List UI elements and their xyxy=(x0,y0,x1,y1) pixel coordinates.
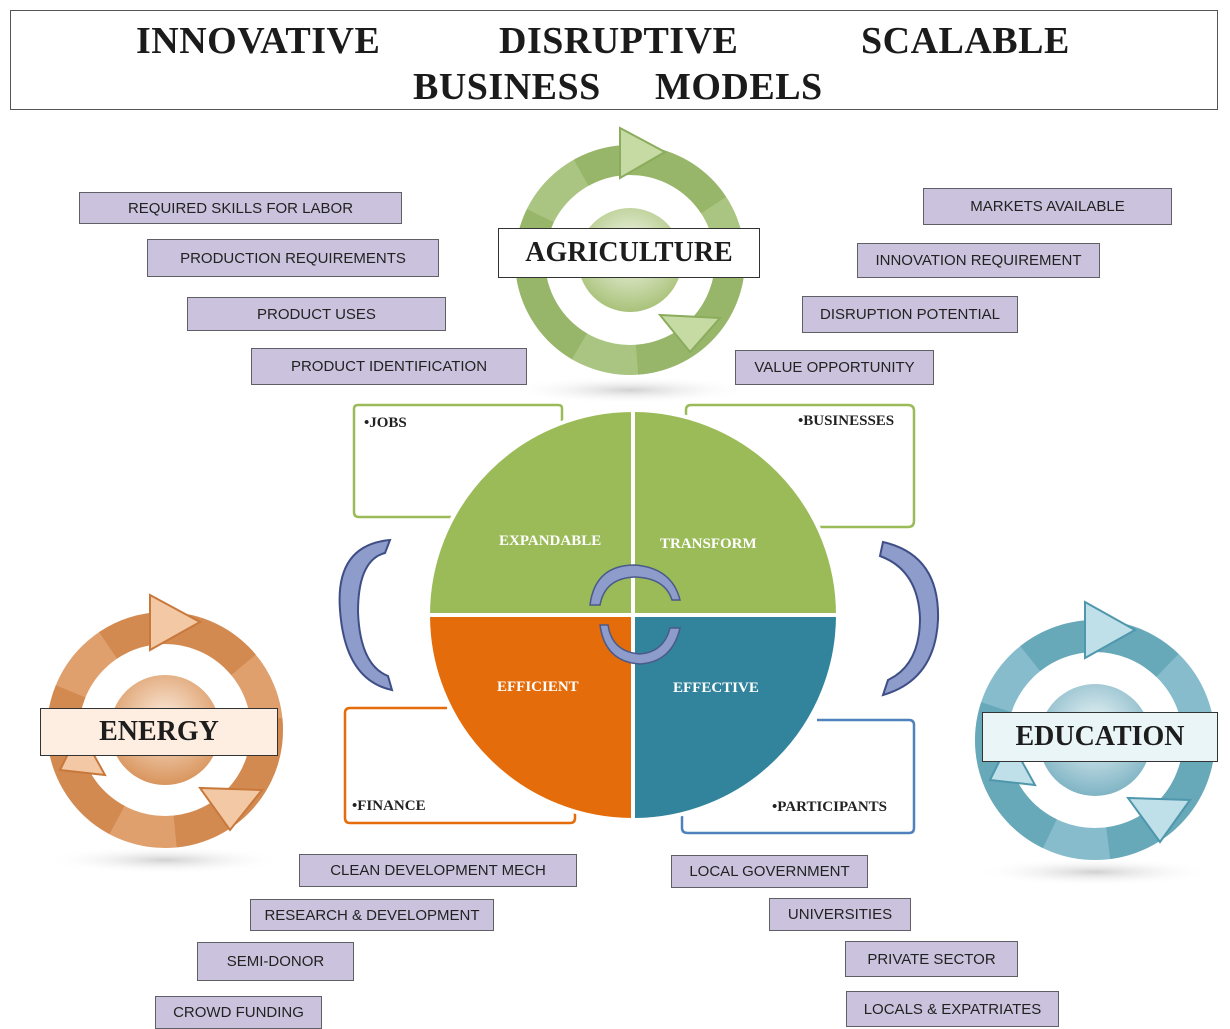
finance-bracket xyxy=(343,706,577,825)
tag-markets-available: MARKETS AVAILABLE xyxy=(923,188,1172,225)
title-word-scalable: SCALABLE xyxy=(861,20,1070,62)
title-word-disruptive: DISRUPTIVE xyxy=(499,20,739,62)
businesses-bracket xyxy=(684,403,916,529)
quadrant-label-effective: EFFECTIVE xyxy=(673,680,759,696)
title-word-innovative: INNOVATIVE xyxy=(136,20,381,62)
title-box: INNOVATIVE DISRUPTIVE SCALABLE BUSINESS … xyxy=(10,10,1218,110)
tag-value-opportunity: VALUE OPPORTUNITY xyxy=(735,350,934,385)
right-curved-arrow-icon xyxy=(878,540,940,697)
tag-disruption-potential: DISRUPTION POTENTIAL xyxy=(802,296,1018,333)
tag-product-identification: PRODUCT IDENTIFICATION xyxy=(251,348,527,385)
tag-private-sector: PRIVATE SECTOR xyxy=(845,941,1018,977)
participants-bracket xyxy=(680,718,916,835)
tag-local-government: LOCAL GOVERNMENT xyxy=(671,855,868,888)
placeholder-jobs: •JOBS xyxy=(364,415,407,431)
jobs-bracket xyxy=(352,403,564,519)
center-arrow-top-icon xyxy=(589,564,681,606)
tag-required-skills: REQUIRED SKILLS FOR LABOR xyxy=(79,192,402,224)
center-pie xyxy=(425,407,841,823)
left-curved-arrow-icon xyxy=(338,538,394,692)
placeholder-businesses: •BUSINESSES xyxy=(798,413,895,429)
sector-label-education: EDUCATION xyxy=(982,712,1218,762)
center-arrow-bottom-icon xyxy=(599,624,681,665)
tag-innovation-requirement: INNOVATION REQUIREMENT xyxy=(857,243,1100,278)
quadrant-label-transform: TRANSFORM xyxy=(660,536,757,552)
tag-locals-expatriates: LOCALS & EXPATRIATES xyxy=(846,991,1059,1027)
tag-crowd-funding: CROWD FUNDING xyxy=(155,996,322,1029)
sector-label-energy: ENERGY xyxy=(40,708,278,756)
tag-research-development: RESEARCH & DEVELOPMENT xyxy=(250,899,494,931)
sector-label-agriculture: AGRICULTURE xyxy=(498,228,760,278)
placeholder-participants: •PARTICIPANTS xyxy=(772,799,888,815)
tag-universities: UNIVERSITIES xyxy=(769,898,911,931)
pie-quadrant-expandable xyxy=(425,407,635,617)
pie-quadrant-efficient xyxy=(425,613,635,823)
tag-clean-development-mech: CLEAN DEVELOPMENT MECH xyxy=(299,854,577,887)
tag-semi-donor: SEMI-DONOR xyxy=(197,942,354,981)
quadrant-label-efficient: EFFICIENT xyxy=(497,679,579,695)
title-word-models: MODELS xyxy=(655,66,823,108)
pie-quadrant-transform xyxy=(631,407,841,617)
tag-product-uses: PRODUCT USES xyxy=(187,297,446,331)
pie-quadrant-effective xyxy=(631,613,841,823)
quadrant-label-expandable: EXPANDABLE xyxy=(499,533,602,549)
title-word-business: BUSINESS xyxy=(413,66,601,108)
tag-production-requirements: PRODUCTION REQUIREMENTS xyxy=(147,239,439,277)
placeholder-finance: •FINANCE xyxy=(352,798,426,814)
